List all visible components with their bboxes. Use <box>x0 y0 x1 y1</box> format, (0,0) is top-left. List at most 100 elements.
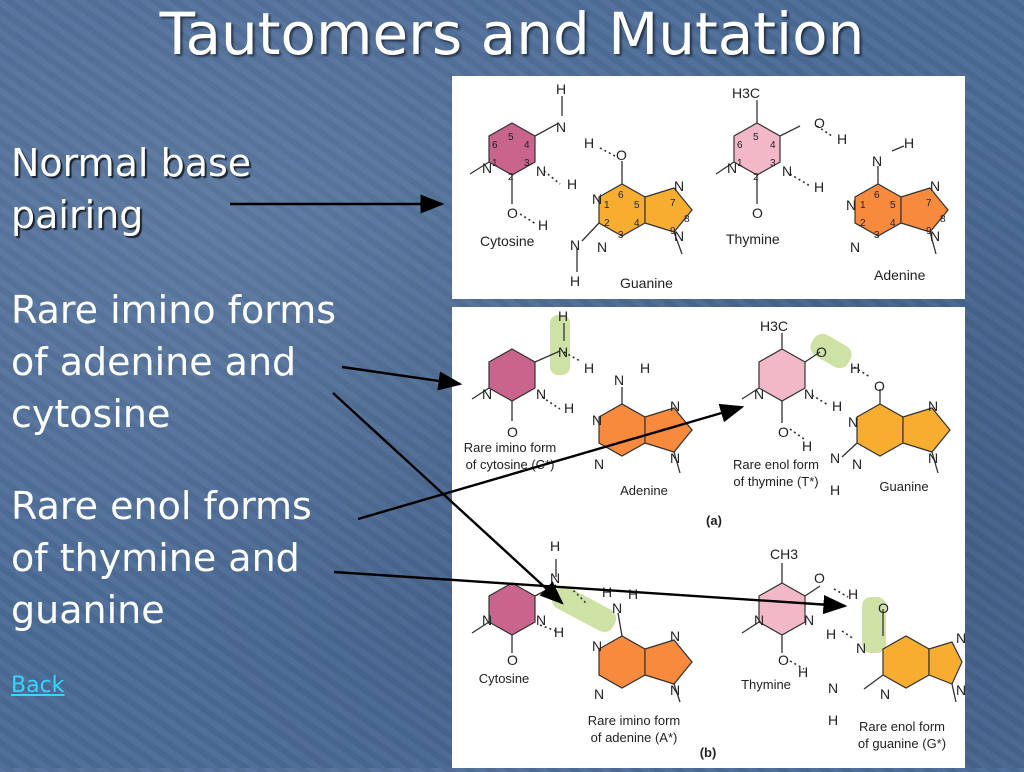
svg-text:H: H <box>570 273 580 289</box>
bullet-line: cytosine <box>11 392 171 436</box>
svg-text:N: N <box>880 686 890 702</box>
svg-text:N: N <box>856 640 866 656</box>
svg-text:7: 7 <box>670 198 676 209</box>
svg-text:N: N <box>670 450 680 466</box>
svg-text:O: O <box>874 378 885 394</box>
svg-text:H: H <box>850 360 860 376</box>
svg-text:N: N <box>804 386 814 402</box>
svg-text:N: N <box>556 119 566 135</box>
svg-text:H: H <box>564 400 574 416</box>
svg-text:N: N <box>536 386 546 402</box>
imino-cytosine-label: Rare imino form <box>464 440 556 455</box>
svg-text:2: 2 <box>604 218 610 229</box>
thymine-ring <box>758 582 806 636</box>
svg-text:H: H <box>802 438 812 454</box>
svg-text:N: N <box>482 386 492 402</box>
svg-text:O: O <box>878 600 889 616</box>
arrow-imino-cytosine <box>341 365 463 391</box>
svg-text:N: N <box>928 398 938 414</box>
svg-text:H: H <box>832 398 842 414</box>
svg-text:N: N <box>830 450 840 466</box>
svg-text:6: 6 <box>618 190 624 201</box>
svg-text:2: 2 <box>508 172 514 183</box>
svg-text:O: O <box>507 205 518 221</box>
svg-text:N: N <box>592 638 602 654</box>
svg-text:6: 6 <box>874 190 880 201</box>
svg-text:N: N <box>558 344 568 360</box>
svg-text:O: O <box>752 205 763 221</box>
svg-text:N: N <box>592 412 602 428</box>
svg-text:H: H <box>837 131 847 147</box>
svg-text:O: O <box>814 570 825 586</box>
enol-thymine-label: of thymine (T*) <box>733 474 818 489</box>
svg-text:1: 1 <box>860 200 866 211</box>
svg-text:N: N <box>804 612 814 628</box>
svg-text:N: N <box>956 682 965 698</box>
svg-text:H: H <box>567 176 577 192</box>
bullet-line: of thymine and <box>11 536 300 580</box>
svg-text:H: H <box>628 586 638 602</box>
svg-text:5: 5 <box>634 200 640 211</box>
cytosine-label: Cytosine <box>479 671 530 686</box>
imino-adenine-six-ring <box>598 635 646 689</box>
svg-text:5: 5 <box>890 200 896 211</box>
bullet-line: Rare enol forms <box>11 484 312 528</box>
enol-guanine-six-ring <box>882 635 930 689</box>
svg-text:2: 2 <box>860 218 866 229</box>
svg-text:H: H <box>798 664 808 680</box>
svg-text:O: O <box>778 424 789 440</box>
enol-thymine-ring <box>758 348 806 402</box>
svg-text:7: 7 <box>926 198 932 209</box>
svg-text:5: 5 <box>508 132 514 143</box>
svg-text:N: N <box>930 228 940 244</box>
svg-text:5: 5 <box>753 132 759 143</box>
svg-text:N: N <box>782 163 792 179</box>
svg-text:H: H <box>550 538 560 554</box>
back-link[interactable]: Back <box>11 673 65 698</box>
svg-text:N: N <box>674 228 684 244</box>
imino-cytosine-label: of cytosine (C*) <box>466 457 555 472</box>
bullet-line: guanine <box>11 588 165 632</box>
thymine-methyl-label: H3C <box>732 85 760 101</box>
svg-text:9: 9 <box>926 226 932 237</box>
svg-text:H: H <box>584 135 594 151</box>
svg-text:8: 8 <box>684 214 690 225</box>
svg-text:H: H <box>558 308 568 324</box>
svg-text:N: N <box>570 237 580 253</box>
svg-text:N: N <box>848 414 858 430</box>
svg-text:N: N <box>536 163 546 179</box>
svg-text:N: N <box>536 612 546 628</box>
svg-text:N: N <box>754 612 764 628</box>
svg-text:N: N <box>872 153 882 169</box>
guanine-label: Guanine <box>620 275 673 291</box>
svg-text:4: 4 <box>890 218 896 229</box>
svg-text:H: H <box>602 584 612 600</box>
bullet-line: of adenine and <box>11 340 297 384</box>
svg-text:O: O <box>778 652 789 668</box>
enol-thymine-label: Rare enol form <box>733 457 819 472</box>
svg-text:H: H <box>584 360 594 376</box>
panel-label-a: (a) <box>706 513 722 528</box>
adenine-five-ring <box>644 407 693 453</box>
svg-text:N: N <box>670 682 680 698</box>
cytosine-ring <box>488 582 536 636</box>
bullet-line: Rare imino forms <box>11 288 337 332</box>
svg-text:H: H <box>538 217 548 233</box>
thymine-label: Thymine <box>726 231 780 247</box>
svg-text:O: O <box>507 424 518 440</box>
svg-text:H: H <box>828 712 838 728</box>
bullet-rare-enol: Rare enol forms of thymine and guanine <box>11 480 312 636</box>
thymine-methyl-label: H3C <box>760 318 788 334</box>
svg-text:N: N <box>670 398 680 414</box>
enol-highlight <box>862 597 886 653</box>
bullet-line: pairing <box>11 193 144 237</box>
bullet-rare-imino: Rare imino forms of adenine and cytosine <box>11 284 336 440</box>
svg-text:1: 1 <box>737 158 743 169</box>
svg-text:O: O <box>814 115 825 131</box>
svg-text:N: N <box>597 239 607 255</box>
